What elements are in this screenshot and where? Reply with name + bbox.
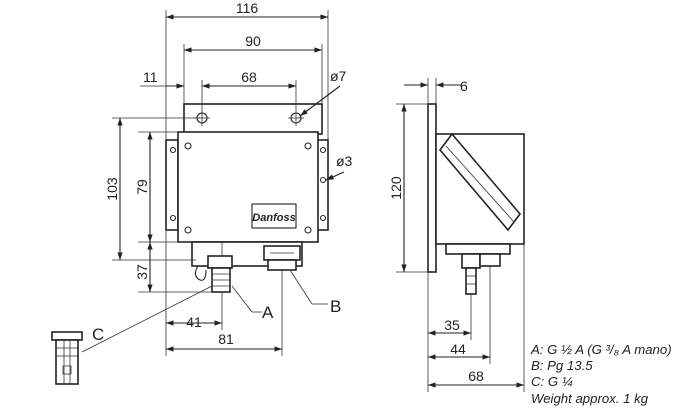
callout-c-label: C [92, 325, 104, 344]
dim-connection-height: 37 [134, 264, 150, 280]
dim-width-overall: 116 [236, 0, 259, 16]
dim-hole-offset: 11 [143, 69, 158, 85]
front-view: Danfoss 116 90 68 11 ø7 [104, 0, 353, 356]
dim-hole-spacing: 90 [245, 33, 261, 49]
dim-hole-diameter-top: ø7 [330, 68, 347, 84]
dim-side-height: 120 [388, 176, 404, 200]
side-view: 6 120 35 44 68 [388, 78, 525, 392]
dim-hole-diameter-side: ø3 [336, 153, 353, 169]
dim-side-depth-3: 68 [468, 368, 484, 384]
legend-connection-a: A: G ½ A (G ³/₈ A mano) [531, 342, 672, 357]
brand-logo: Danfoss [252, 212, 295, 224]
legend-connection-c: C: G ¼ [531, 374, 573, 390]
connector-a-nut [207, 255, 233, 269]
callout-b-label: B [330, 297, 341, 316]
dim-bracket-width: 68 [241, 69, 257, 85]
side-mounting-plate [427, 103, 437, 273]
legend-connection-b: B: Pg 13.5 [531, 358, 593, 374]
callout-a-label: A [262, 303, 274, 322]
dim-side-depth-2: 44 [450, 341, 466, 357]
adapter-c [55, 339, 79, 385]
dim-connection-offset-a: 41 [186, 314, 202, 330]
dim-side-depth-1: 35 [444, 317, 460, 333]
legend-weight: Weight approx. 1 kg [531, 390, 649, 406]
detail-c: C [51, 285, 213, 385]
left-flange [165, 139, 179, 231]
dim-connection-offset-b: 81 [218, 331, 234, 347]
brand-plate [251, 203, 297, 229]
dim-side-thickness: 6 [460, 78, 468, 94]
side-cable-gland [479, 253, 501, 267]
dim-height-overall: 103 [104, 177, 120, 201]
housing-cover [177, 131, 319, 243]
dim-height-body: 79 [134, 179, 150, 195]
side-connector [461, 253, 481, 269]
legend: A: G ½ A (G ³/₈ A mano) B: Pg 13.5 C: G … [531, 342, 696, 407]
